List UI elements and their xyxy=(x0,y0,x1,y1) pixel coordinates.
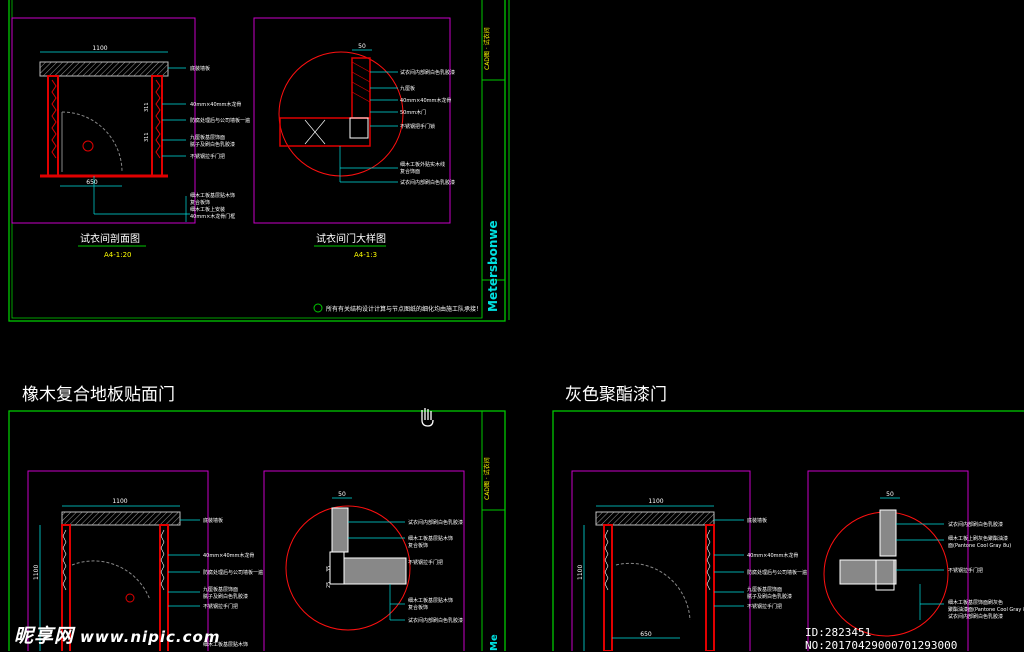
detail-dim-top: 50 xyxy=(358,43,366,50)
svg-text:细木工板上刷灰色聚酯油漆: 细木工板上刷灰色聚酯油漆 xyxy=(948,535,1008,542)
svg-text:不锈钢拉手门把: 不锈钢拉手门把 xyxy=(190,153,225,160)
detail-title: 试衣间门大样图 xyxy=(316,232,386,245)
svg-text:Me: Me xyxy=(489,634,500,651)
svg-text:九厘板基层饰面: 九厘板基层饰面 xyxy=(203,586,238,593)
svg-text:试衣间内部刷白色乳胶漆: 试衣间内部刷白色乳胶漆 xyxy=(400,179,455,186)
svg-text:40mm×40mm木龙骨: 40mm×40mm木龙骨 xyxy=(190,101,241,108)
svg-text:聚酯油漆面(Pantone Cool Gray 8u): 聚酯油漆面(Pantone Cool Gray 8u) xyxy=(948,606,1024,613)
svg-text:复合饰面: 复合饰面 xyxy=(400,168,420,175)
svg-text:40mm×40mm木龙骨: 40mm×40mm木龙骨 xyxy=(203,552,254,559)
detail-frame xyxy=(253,17,451,224)
sheet-bottom-left: CAD图 · 试衣间 1100 1100 底装墙板 40mm×40mm木龙骨 防… xyxy=(8,410,506,651)
dim-bottom-width: 650 xyxy=(640,631,652,638)
heading-gray-door: 灰色聚酯漆门 xyxy=(565,385,667,405)
svg-text:细木工板基层贴木饰: 细木工板基层贴木饰 xyxy=(408,597,453,604)
door-swing xyxy=(61,111,123,173)
svg-text:复合板饰: 复合板饰 xyxy=(190,199,210,206)
svg-text:腻子及刷白色乳胶漆: 腻子及刷白色乳胶漆 xyxy=(203,593,248,600)
sheet-top-left: Metersbonwe CAD图 · 试衣间 1100 650 311 311 xyxy=(8,0,506,322)
svg-text:不锈钢拉手门把: 不锈钢拉手门把 xyxy=(747,603,782,610)
detail-frame xyxy=(807,470,969,651)
watermark-brand: 昵享网 xyxy=(14,625,75,647)
svg-text:细木工板基层贴木饰: 细木工板基层贴木饰 xyxy=(190,192,235,199)
svg-text:试衣间内部刷白色乳胶漆: 试衣间内部刷白色乳胶漆 xyxy=(400,69,455,76)
svg-text:40mm×40mm木龙骨: 40mm×40mm木龙骨 xyxy=(747,552,798,559)
sheet-border xyxy=(8,0,506,322)
detail-circle xyxy=(278,51,404,177)
dim-height: 1100 xyxy=(33,565,40,580)
dim-top-width: 1100 xyxy=(648,498,663,505)
svg-text:细木工板基层饰面刷灰色: 细木工板基层饰面刷灰色 xyxy=(948,599,1003,606)
dim-side-b: 311 xyxy=(144,132,150,142)
svg-text:防腐处理后与公司墙板一遍: 防腐处理后与公司墙板一遍 xyxy=(203,569,263,576)
plan-scale: A4-1:20 xyxy=(104,251,132,259)
svg-text:试衣间内部刷白色乳胶漆: 试衣间内部刷白色乳胶漆 xyxy=(408,617,463,624)
heading-oak-door: 橡木复合地板贴面门 xyxy=(22,385,175,405)
svg-text:50mm木门: 50mm木门 xyxy=(400,109,426,116)
svg-text:细木工板外贴实木线: 细木工板外贴实木线 xyxy=(400,161,445,168)
detail-circle xyxy=(285,505,411,631)
dim-side-a: 311 xyxy=(144,102,150,112)
sheet-border xyxy=(8,410,506,651)
svg-text:不锈钢把手门锁: 不锈钢把手门锁 xyxy=(400,123,435,130)
inner-border xyxy=(11,0,483,319)
svg-text:九厘板基层饰面: 九厘板基层饰面 xyxy=(747,586,782,593)
det-dim-b: 25 xyxy=(326,582,332,588)
detail-dim-top: 50 xyxy=(886,491,894,498)
svg-text:面(Pantone Cool Gray 8u): 面(Pantone Cool Gray 8u) xyxy=(948,543,1011,549)
det-dim-a: 35 xyxy=(326,566,332,572)
sheet-bottom-right: 1100 1100 650 底装墙板 40mm×40mm木龙骨 防腐处理后与公司… xyxy=(552,410,1024,651)
plan-frame xyxy=(11,17,196,224)
svg-text:不锈钢拉手门把: 不锈钢拉手门把 xyxy=(408,559,443,566)
top-wall-hatch xyxy=(39,61,169,77)
svg-text:试衣间内部刷白色乳胶漆: 试衣间内部刷白色乳胶漆 xyxy=(408,519,463,526)
detail-dim-top: 50 xyxy=(338,491,346,498)
plan-frame xyxy=(27,470,209,651)
svg-text:复合板饰: 复合板饰 xyxy=(408,542,428,549)
svg-text:防腐处理后与公司墙板一遍: 防腐处理后与公司墙板一遍 xyxy=(190,117,250,124)
dim-top-width: 1100 xyxy=(112,498,127,505)
svg-text:防腐处理后与公司墙板一遍: 防腐处理后与公司墙板一遍 xyxy=(747,569,807,576)
sheet-border xyxy=(552,410,1024,651)
tag-circle xyxy=(82,140,94,152)
svg-text:不锈钢拉手门把: 不锈钢拉手门把 xyxy=(948,567,983,574)
brand-vertical: Metersbonwe xyxy=(486,220,500,312)
svg-text:CAD图 · 试衣间: CAD图 · 试衣间 xyxy=(483,457,491,500)
title-block-vertical: CAD图 · 试衣间 xyxy=(483,27,491,70)
hand-cursor-icon xyxy=(421,408,434,427)
svg-text:细木工板上安装: 细木工板上安装 xyxy=(190,206,225,213)
sheet-note: 所有有关结构设计计算与节点图纸的细化均由施工队承接！ xyxy=(326,305,482,313)
svg-text:不锈钢拉手门把: 不锈钢拉手门把 xyxy=(203,603,238,610)
detail-scale: A4-1:3 xyxy=(354,251,377,259)
dim-top-width: 1100 xyxy=(92,45,107,52)
svg-text:复合板饰: 复合板饰 xyxy=(408,604,428,611)
watermark-logo: 昵享网 www.nipic.com xyxy=(14,621,220,648)
svg-text:试衣间内部刷白色乳胶漆: 试衣间内部刷白色乳胶漆 xyxy=(948,521,1003,528)
svg-text:细木工板基层贴木饰: 细木工板基层贴木饰 xyxy=(408,535,453,542)
svg-text:底装墙板: 底装墙板 xyxy=(203,517,223,524)
plan-frame xyxy=(571,470,751,651)
plan-title: 试衣间剖面图 xyxy=(80,232,140,245)
svg-text:40mm×40mm木龙骨: 40mm×40mm木龙骨 xyxy=(400,97,451,104)
watermark-url: www.nipic.com xyxy=(80,628,221,646)
detail-frame xyxy=(263,470,465,651)
svg-text:底装墙板: 底装墙板 xyxy=(190,65,210,72)
svg-text:腻子及刷白色乳胶漆: 腻子及刷白色乳胶漆 xyxy=(190,141,235,148)
image-id-text: ID:2823451 NO:20170429000701293000 xyxy=(805,626,958,652)
svg-text:九厘板: 九厘板 xyxy=(400,85,415,92)
svg-text:九厘板基层饰面: 九厘板基层饰面 xyxy=(190,134,225,141)
svg-text:试衣间内部刷白色乳胶漆: 试衣间内部刷白色乳胶漆 xyxy=(948,613,1003,620)
dim-height: 1100 xyxy=(577,565,584,580)
svg-text:底装墙板: 底装墙板 xyxy=(747,517,767,524)
svg-text:腻子及刷白色乳胶漆: 腻子及刷白色乳胶漆 xyxy=(747,593,792,600)
svg-text:细木工板基层贴木饰: 细木工板基层贴木饰 xyxy=(203,641,248,648)
svg-text:40mm×木龙骨门框: 40mm×木龙骨门框 xyxy=(190,213,235,220)
dim-bottom-width: 650 xyxy=(86,179,98,186)
